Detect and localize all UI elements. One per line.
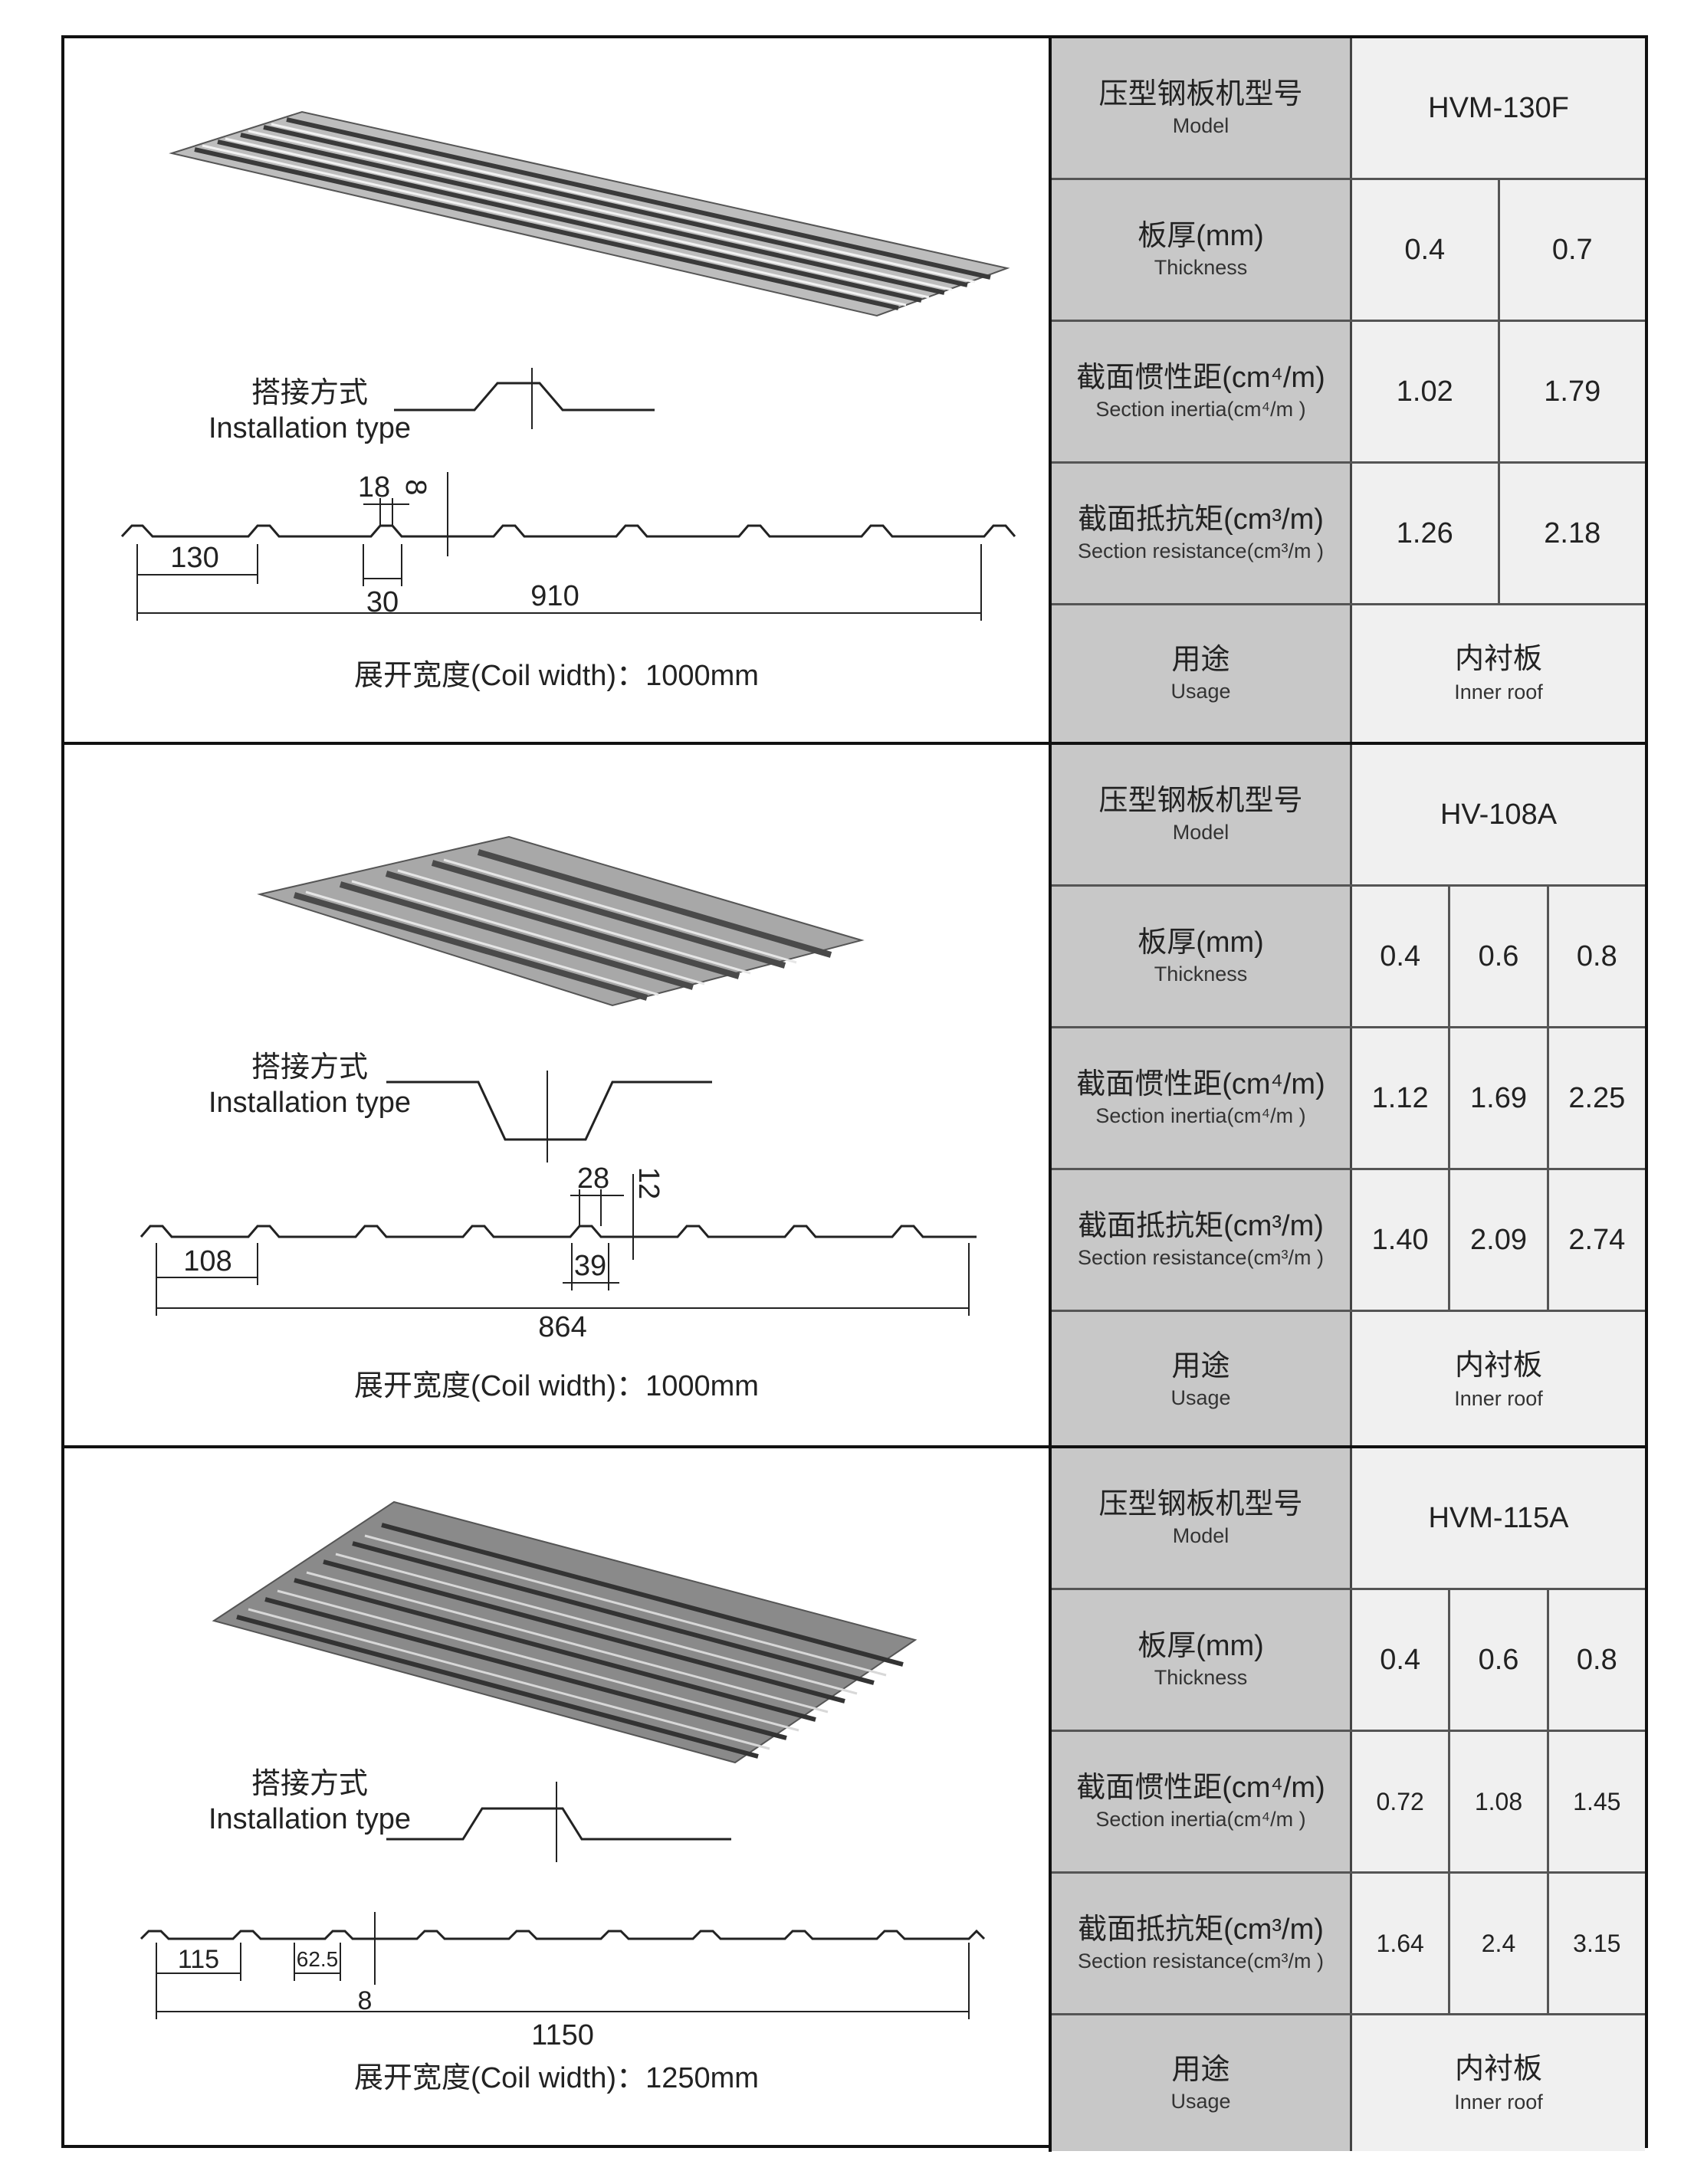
panel-illustration-3: 115 62.5 8 1150 <box>140 1500 986 2051</box>
dim-label: 30 <box>366 586 399 618</box>
sheet-3d-render <box>257 835 865 1007</box>
row-inertia: 截面惯性距(cm⁴/m)Section inertia(cm⁴/m ) 1.12… <box>1052 1028 1645 1168</box>
dim-label: 18 <box>358 471 390 503</box>
section-profile <box>140 1929 986 1940</box>
dim-label: 115 <box>178 1945 219 1974</box>
product-section-3: 115 62.5 8 1150 搭接方式 Installation type 展… <box>64 1445 1645 2152</box>
coil-width: 展开宽度(Coil width)：1000mm <box>354 1370 759 1402</box>
coil-width: 展开宽度(Coil width)：1250mm <box>354 2062 759 2094</box>
installation-profile <box>386 1807 731 1841</box>
panel-illustration-1: 18 8 130 30 910 <box>120 110 1016 621</box>
sheet-3d-render <box>169 110 1010 317</box>
dim-label: 12 <box>632 1167 665 1199</box>
row-inertia: 截面惯性距(cm⁴/m)Section inertia(cm⁴/m ) 0.72… <box>1052 1732 1645 1871</box>
dim-label: 864 <box>538 1311 586 1343</box>
row-resistance: 截面抵抗矩(cm³/m)Section resistance(cm³/m ) 1… <box>1052 464 1645 603</box>
dim-label: 130 <box>170 542 218 574</box>
dim-label: 8 <box>358 1986 373 2015</box>
installation-type-label: 搭接方式 Installation type <box>208 1768 412 1835</box>
model-value: HVM-115A <box>1428 1501 1569 1534</box>
row-resistance: 截面抵抗矩(cm³/m)Section resistance(cm³/m ) 1… <box>1052 1170 1645 1310</box>
installation-profile <box>386 1081 712 1141</box>
dim-label: 39 <box>574 1250 606 1282</box>
drawing-panel-3: 115 62.5 8 1150 搭接方式 Installation type 展… <box>64 1448 1049 2152</box>
panel-illustration-2: 28 12 108 39 864 <box>140 835 977 1343</box>
dim-label: 62.5 <box>297 1947 339 1971</box>
row-inertia: 截面惯性距(cm⁴/m)Section inertia(cm⁴/m ) 1.02… <box>1052 322 1645 461</box>
installation-type-label: 搭接方式 Installation type <box>208 1051 412 1119</box>
dim-label: 1150 <box>531 2019 594 2051</box>
model-value: HV-108A <box>1440 798 1558 831</box>
sheet-3d-render <box>212 1500 918 1764</box>
row-resistance: 截面抵抗矩(cm³/m)Section resistance(cm³/m ) 1… <box>1052 1874 1645 2013</box>
drawing-panel-1: 18 8 130 30 910 搭接方式 Installation type 展… <box>64 38 1049 742</box>
model-value: HVM-130F <box>1428 91 1569 124</box>
installation-profile <box>394 382 655 412</box>
section-profile <box>120 524 1016 538</box>
installation-type-label: 搭接方式 Installation type <box>208 377 412 444</box>
coil-width: 展开宽度(Coil width)：1000mm <box>354 660 759 692</box>
spec-sheet: 18 8 130 30 910 搭接方式 Installation type 展… <box>61 35 1648 2152</box>
dim-label: 28 <box>577 1163 609 1195</box>
dim-label: 8 <box>399 479 432 495</box>
dim-label: 910 <box>530 580 579 612</box>
product-section-2: 28 12 108 39 864 搭接方式 Installation type … <box>64 742 1645 1448</box>
section-profile <box>140 1225 977 1238</box>
dim-label: 108 <box>183 1245 231 1277</box>
drawing-panel-2: 28 12 108 39 864 搭接方式 Installation type … <box>64 745 1049 1448</box>
product-section-1: 18 8 130 30 910 搭接方式 Installation type 展… <box>64 38 1645 742</box>
